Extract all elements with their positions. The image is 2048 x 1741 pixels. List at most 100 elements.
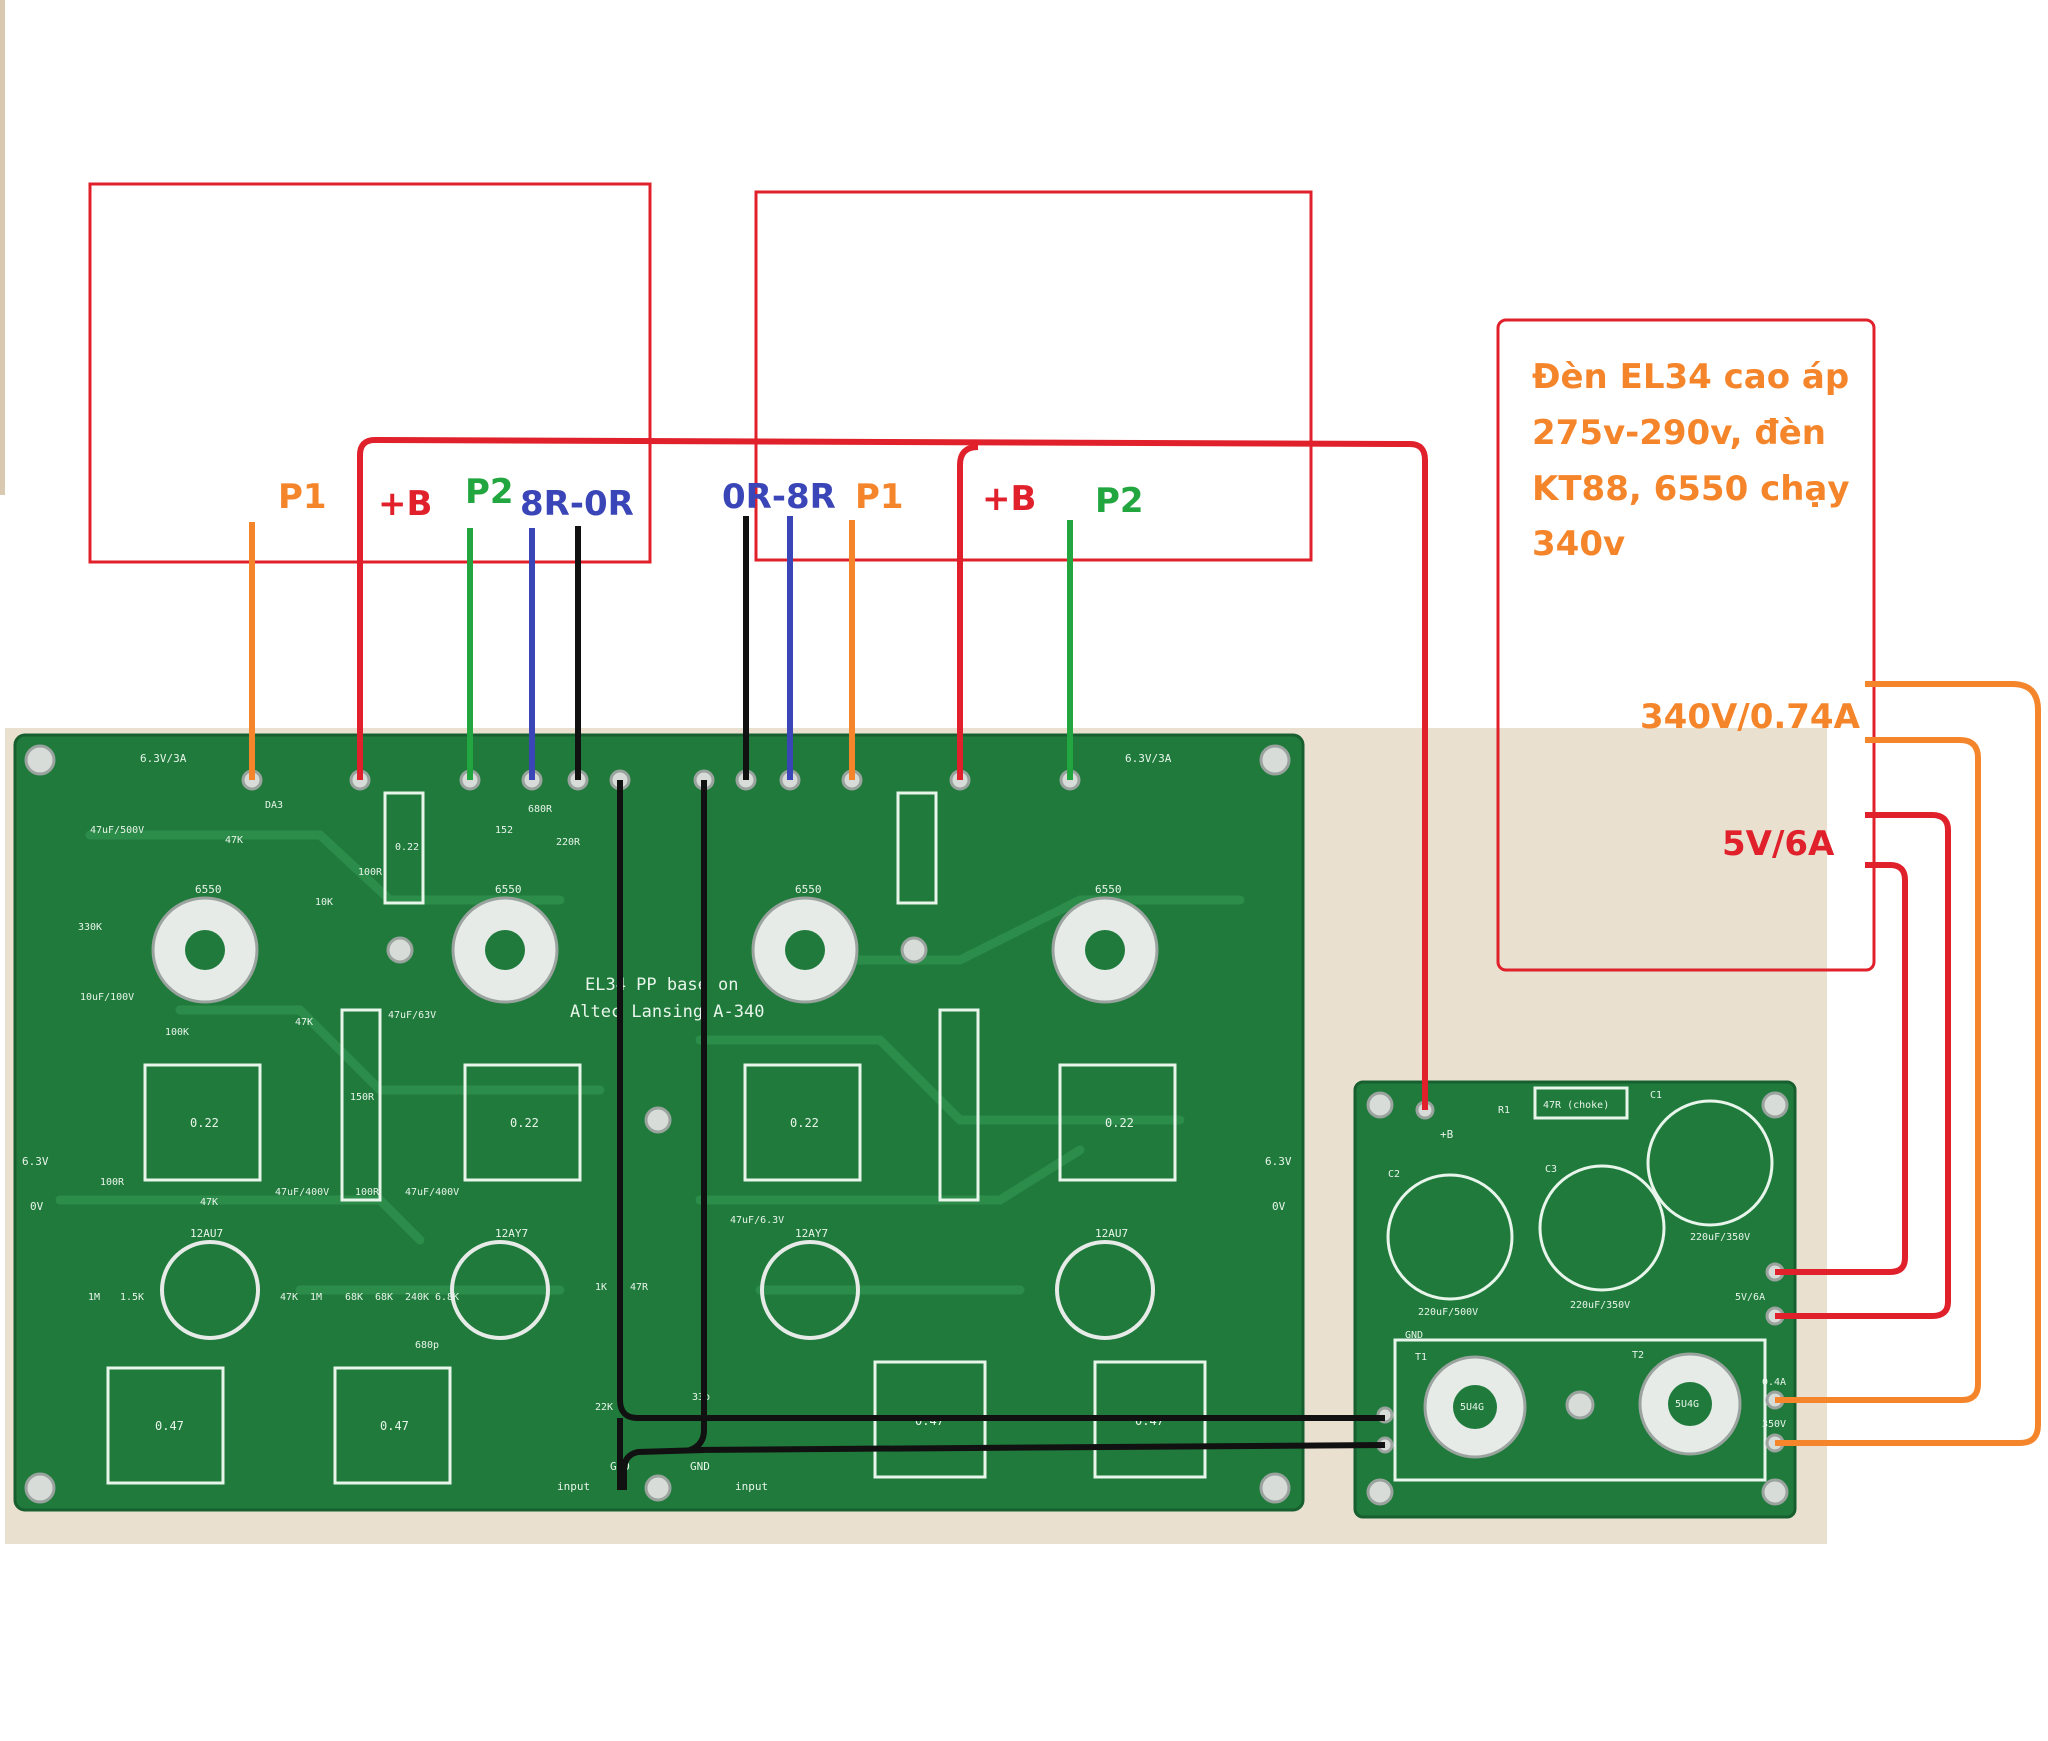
label-left-p2: P2 — [465, 472, 514, 512]
component-value-label: 1M — [88, 1292, 100, 1303]
psu-pin-label-04a: 0.4A — [1762, 1377, 1786, 1388]
cap-box-6 — [333, 1366, 452, 1485]
component-value-label: 330K — [78, 922, 102, 933]
cap-label-4: 0.22 — [1105, 1116, 1134, 1130]
psu-c1-value: 220uF/350V — [1690, 1232, 1750, 1243]
component-labels: 47K100R0.22680R220R152330K10K47K100K150R… — [78, 800, 784, 1413]
tube-socket-v7 — [760, 1240, 860, 1340]
component-value-label: 47R — [630, 1282, 649, 1293]
resistor-022-left — [383, 791, 425, 905]
component-value-label: 1M — [310, 1292, 322, 1303]
psu-pin-label-5v: 5V/6A — [1735, 1292, 1765, 1303]
tube-label-v7: 12AY7 — [795, 1227, 828, 1240]
component-value-label: 150R — [350, 1092, 375, 1103]
tube-socket-v2 — [451, 896, 559, 1004]
psu-gnd: GND — [1405, 1330, 1423, 1341]
cap-label-6: 0.47 — [380, 1419, 409, 1433]
input-label-right: input — [735, 1480, 768, 1493]
psu-tube2-label: 5U4G — [1675, 1399, 1699, 1410]
component-value-label: 47K — [200, 1197, 218, 1208]
component-value-label: 100K — [165, 1027, 189, 1038]
psu-cap-c1 — [1646, 1099, 1774, 1227]
tube-label-v4: 6550 — [1095, 883, 1122, 896]
psu-c2: C2 — [1388, 1169, 1400, 1180]
tube-label-v5: 12AU7 — [190, 1227, 223, 1240]
tube-label-v2: 6550 — [495, 883, 522, 896]
amp-board: EL34 PP base on Altec Lansing A-340 6.3V… — [13, 733, 1305, 1512]
capacitor-value-label: 47uF/500V — [90, 825, 144, 836]
cap-label-1: 0.22 — [190, 1116, 219, 1130]
component-value-label: 1.5K — [120, 1292, 144, 1303]
label-right-0r-8r: 0R-8R — [722, 477, 836, 517]
cap-label-2: 0.22 — [510, 1116, 539, 1130]
component-value-label: 22K — [595, 1402, 613, 1413]
cap-label-3: 0.22 — [790, 1116, 819, 1130]
cap-label-5: 0.47 — [155, 1419, 184, 1433]
psu-c2-value: 220uF/500V — [1418, 1307, 1478, 1318]
note-line-1: Đèn EL34 cao áp — [1532, 357, 1849, 397]
psu-c3: C3 — [1545, 1164, 1557, 1175]
component-value-label: 47K — [280, 1292, 298, 1303]
component-value-label: 240K — [405, 1292, 429, 1303]
component-value-label: 10K — [315, 897, 333, 908]
label-right-p2: P2 — [1095, 481, 1144, 521]
component-value-label: 100R — [358, 867, 383, 878]
output-transformer-left — [88, 182, 652, 564]
component-value-label: 47K — [225, 835, 243, 846]
cap-box-1 — [143, 1063, 262, 1182]
capacitor-value-label: 47uF/6.3V — [730, 1215, 784, 1226]
side-left-63v: 6.3V — [22, 1155, 49, 1168]
label-right-plus-b: +B — [982, 479, 1036, 519]
psu-r1: R1 — [1498, 1105, 1510, 1116]
wire-hv-a — [1775, 737, 1981, 1403]
component-value-label: 100R — [355, 1187, 380, 1198]
heater-label-right: 6.3V/3A — [1125, 752, 1172, 765]
wire-gnd-input-right — [621, 1447, 705, 1490]
component-value-label: 47K — [295, 1017, 313, 1028]
psu-tube1-label: 5U4G — [1460, 1402, 1484, 1413]
component-value-label: 680R — [528, 804, 553, 815]
wire-5v-b — [1775, 812, 1951, 1319]
capacitor-value-label: 47uF/400V — [275, 1187, 329, 1198]
note-line-4: 340v — [1532, 524, 1625, 564]
psu-c3-value: 220uF/350V — [1570, 1300, 1630, 1311]
component-value-label: 68K — [375, 1292, 393, 1303]
capacitor-value-label: 47uF/63V — [388, 1010, 436, 1021]
psu-pin-label-350v: 350V — [1762, 1419, 1786, 1430]
cap-box-5 — [106, 1366, 225, 1485]
psu-t2: T2 — [1632, 1350, 1644, 1361]
resistor-150r-left — [340, 1008, 382, 1202]
label-hv-supply: 340V/0.74A — [1640, 697, 1861, 737]
tube-socket-v5 — [160, 1240, 260, 1340]
gnd-label-right: GND — [690, 1460, 710, 1473]
capacitor-value-label: 47uF/400V — [405, 1187, 459, 1198]
component-value-label: 220R — [556, 837, 581, 848]
cap-box-3 — [743, 1063, 862, 1182]
component-value-label: 0.22 — [395, 842, 419, 853]
capacitor-value-label: 10uF/100V — [80, 992, 134, 1003]
wire-gnd-left — [617, 780, 1385, 1421]
side-right-63v: 6.3V — [1265, 1155, 1292, 1168]
wire-plus-b-bus — [357, 437, 1428, 1110]
resistor-150r-right — [938, 1008, 980, 1202]
component-value-label: DA3 — [265, 800, 283, 811]
tube-socket-v3 — [751, 896, 859, 1004]
label-right-p1: P1 — [855, 477, 904, 517]
heater-label-left: 6.3V/3A — [140, 752, 187, 765]
output-transformer-right — [754, 190, 1313, 562]
component-value-label: 1K — [595, 1282, 607, 1293]
wire-plus-b-right — [957, 444, 979, 780]
wire-5v-a — [1775, 862, 1908, 1275]
component-value-label: 68K — [345, 1292, 363, 1303]
resistor-022-right — [896, 791, 938, 905]
label-left-plus-b: +B — [378, 484, 432, 524]
psu-t1: T1 — [1415, 1352, 1427, 1363]
psu-c1: C1 — [1650, 1090, 1662, 1101]
tube-label-v3: 6550 — [795, 883, 822, 896]
tube-label-v6: 12AY7 — [495, 1227, 528, 1240]
input-label-left: input — [557, 1480, 590, 1493]
note-line-2: 275v-290v, đèn — [1532, 413, 1826, 453]
label-filament-supply: 5V/6A — [1722, 824, 1835, 864]
cap-box-2 — [463, 1063, 582, 1182]
